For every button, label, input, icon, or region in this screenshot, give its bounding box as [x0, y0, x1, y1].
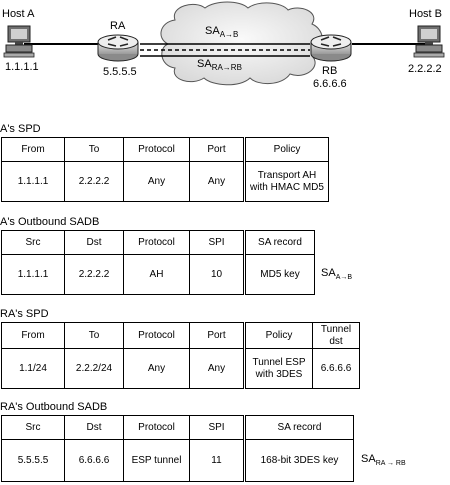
- table-row: 1.1.1.1 2.2.2.2 Any Any Transport AH wit…: [1, 161, 329, 202]
- header-cell: From: [1, 322, 65, 349]
- ra-sadb-title: RA's Outbound SADB: [0, 401, 108, 413]
- table-cell: 6.6.6.6: [64, 439, 124, 482]
- header-cell: Protocol: [123, 230, 190, 255]
- header-cell: SA record: [243, 415, 354, 440]
- ra-spd-table: From To Protocol Port Policy Tunnel dst …: [1, 322, 360, 389]
- table-cell: 6.6.6.6: [312, 348, 360, 389]
- table-cell: ESP tunnel: [123, 439, 190, 482]
- table-row: 5.5.5.5 6.6.6.6 ESP tunnel 11 168-bit 3D…: [1, 439, 354, 482]
- header-cell: Src: [1, 230, 65, 255]
- ra-sadb-sa-label: SARA → RB: [361, 453, 406, 468]
- host-b-label: Host B: [409, 8, 443, 20]
- a-sadb-table: Src Dst Protocol SPI SA record 1.1.1.1 2…: [1, 230, 315, 295]
- computer-icon: [3, 25, 35, 58]
- header-cell: Protocol: [123, 415, 190, 440]
- computer-icon: [413, 25, 445, 58]
- router-icon: [310, 34, 352, 62]
- sa-ra-rb-label: SARA→RB: [197, 58, 242, 73]
- a-sadb-sa-label: SAA→B: [321, 267, 353, 282]
- table-cell: 1.1.1.1: [1, 254, 65, 295]
- a-sadb-title: A's Outbound SADB: [0, 216, 100, 228]
- table-cell: Any: [189, 161, 245, 202]
- table-cell: Tunnel ESP with 3DES: [243, 348, 313, 389]
- table-header-row: From To Protocol Port Policy: [1, 137, 329, 162]
- header-cell: Protocol: [123, 137, 190, 162]
- host-b-ip: 2.2.2.2: [408, 63, 442, 75]
- table-cell: MD5 key: [243, 254, 315, 295]
- link-ra-rb: [140, 43, 310, 57]
- table-cell: Transport AH with HMAC MD5: [243, 161, 329, 202]
- a-spd-table: From To Protocol Port Policy 1.1.1.1 2.2…: [1, 137, 329, 202]
- table-cell: 10: [189, 254, 245, 295]
- table-cell: 1.1/24: [1, 348, 65, 389]
- table-cell: 2.2.2.2: [64, 254, 124, 295]
- table-cell: AH: [123, 254, 190, 295]
- host-a-label: Host A: [2, 8, 35, 20]
- network-diagram: [3, 1, 445, 86]
- header-cell: From: [1, 137, 65, 162]
- ra-spd-title: RA's SPD: [0, 308, 49, 320]
- router-a-ip: 5.5.5.5: [103, 66, 137, 78]
- header-cell: Src: [1, 415, 65, 440]
- table-cell: 1.1.1.1: [1, 161, 65, 202]
- table-cell: 2.2.2.2: [64, 161, 124, 202]
- table-row: 1.1.1.1 2.2.2.2 AH 10 MD5 key: [1, 254, 315, 295]
- a-spd-title: A's SPD: [0, 123, 41, 135]
- header-cell: Policy: [243, 137, 329, 162]
- header-cell: To: [64, 322, 124, 349]
- router-a-label: RA: [110, 20, 126, 32]
- header-cell: Tunnel dst: [312, 322, 360, 349]
- table-header-row: Src Dst Protocol SPI SA record: [1, 230, 315, 255]
- ra-sadb-table: Src Dst Protocol SPI SA record 5.5.5.5 6…: [1, 415, 354, 482]
- table-cell: 2.2.2/24: [64, 348, 124, 389]
- header-cell: SPI: [189, 415, 245, 440]
- table-cell: 168-bit 3DES key: [243, 439, 354, 482]
- host-a-ip: 1.1.1.1: [5, 61, 39, 73]
- header-cell: SPI: [189, 230, 245, 255]
- header-cell: Protocol: [123, 322, 190, 349]
- sa-a-b-label: SAA→B: [205, 25, 239, 40]
- table-cell: Any: [123, 348, 190, 389]
- table-cell: Any: [189, 348, 245, 389]
- router-b-label: RB: [322, 65, 338, 77]
- header-cell: Policy: [243, 322, 313, 349]
- table-cell: 5.5.5.5: [1, 439, 65, 482]
- header-cell: Dst: [64, 415, 124, 440]
- router-icon: [97, 34, 139, 62]
- header-cell: SA record: [243, 230, 315, 255]
- header-cell: Port: [189, 322, 245, 349]
- table-cell: 11: [189, 439, 245, 482]
- header-cell: To: [64, 137, 124, 162]
- table-cell: Any: [123, 161, 190, 202]
- table-header-row: From To Protocol Port Policy Tunnel dst: [1, 322, 360, 349]
- header-cell: Port: [189, 137, 245, 162]
- table-row: 1.1/24 2.2.2/24 Any Any Tunnel ESP with …: [1, 348, 360, 389]
- router-b-ip: 6.6.6.6: [313, 78, 347, 90]
- header-cell: Dst: [64, 230, 124, 255]
- table-header-row: Src Dst Protocol SPI SA record: [1, 415, 354, 440]
